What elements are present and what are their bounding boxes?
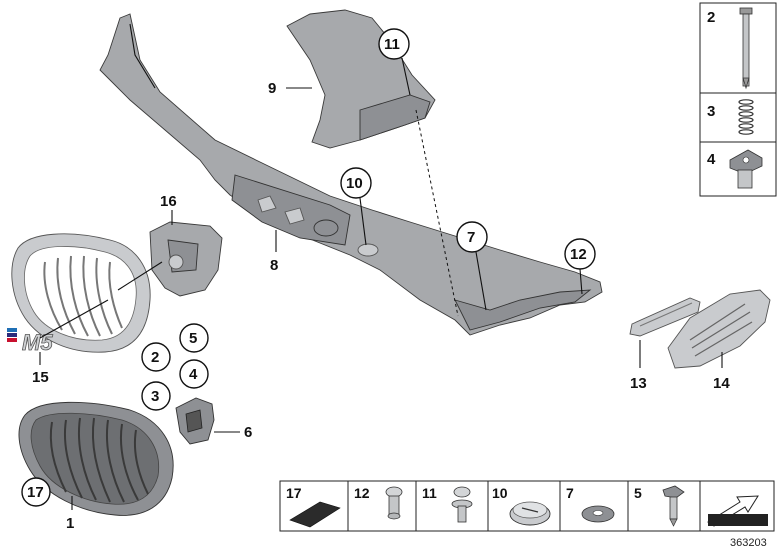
clip-12-icon <box>385 486 403 520</box>
strip-item-12: 12 <box>354 485 370 501</box>
plug-10-icon <box>509 501 551 526</box>
strip-item-17: 17 <box>286 485 302 501</box>
callout-17: 17 <box>27 484 44 501</box>
callout-6: 6 <box>244 424 252 441</box>
air-vent-14 <box>667 289 771 369</box>
bolt-icon <box>739 7 753 90</box>
callout-10: 10 <box>346 175 363 192</box>
callout-5: 5 <box>189 330 197 347</box>
callout-8: 8 <box>270 257 278 274</box>
bottom-parts-strip: 17 12 11 10 7 5 <box>279 480 775 532</box>
callout-9: 9 <box>268 80 276 97</box>
m5-emblem: M5 <box>7 328 54 355</box>
trim-strip-13 <box>629 297 701 337</box>
callout-13: 13 <box>630 375 647 392</box>
callout-15: 15 <box>32 369 49 386</box>
callout-2: 2 <box>151 349 159 366</box>
clip-11-icon <box>451 486 473 523</box>
strip-item-11: 11 <box>422 485 437 501</box>
nut-icon <box>729 149 763 189</box>
right-parts-panel: 2 3 4 <box>699 2 777 197</box>
bracket-16 <box>149 221 223 297</box>
callout-16: 16 <box>160 193 177 210</box>
kidney-grille-upper <box>11 233 151 353</box>
strip-item-5: 5 <box>634 485 642 501</box>
cowl-cover <box>286 9 436 149</box>
strip-item-7: 7 <box>566 485 574 501</box>
diagram-reference-number: 363203 <box>730 537 767 549</box>
panel-item-3: 3 <box>707 103 715 120</box>
callout-17-circle <box>21 477 51 507</box>
foam-pad-icon <box>289 501 341 528</box>
strip-item-10: 10 <box>492 485 508 501</box>
m5-emblem-text: M5 <box>22 330 53 355</box>
callout-7: 7 <box>467 229 475 246</box>
callout-4: 4 <box>189 366 198 383</box>
bracket-6 <box>175 397 215 445</box>
panel-item-4: 4 <box>707 151 716 168</box>
screw-5-icon <box>662 485 685 527</box>
callout-14: 14 <box>713 375 730 392</box>
callout-3: 3 <box>151 388 159 405</box>
callout-12: 12 <box>570 246 587 263</box>
kidney-grille-lower <box>18 401 174 516</box>
callout-1: 1 <box>66 515 74 532</box>
direction-arrow-icon <box>707 495 768 527</box>
washer-7-icon <box>581 505 615 523</box>
callout-11: 11 <box>384 36 400 53</box>
panel-item-2: 2 <box>707 9 715 26</box>
spring-icon <box>738 99 754 135</box>
